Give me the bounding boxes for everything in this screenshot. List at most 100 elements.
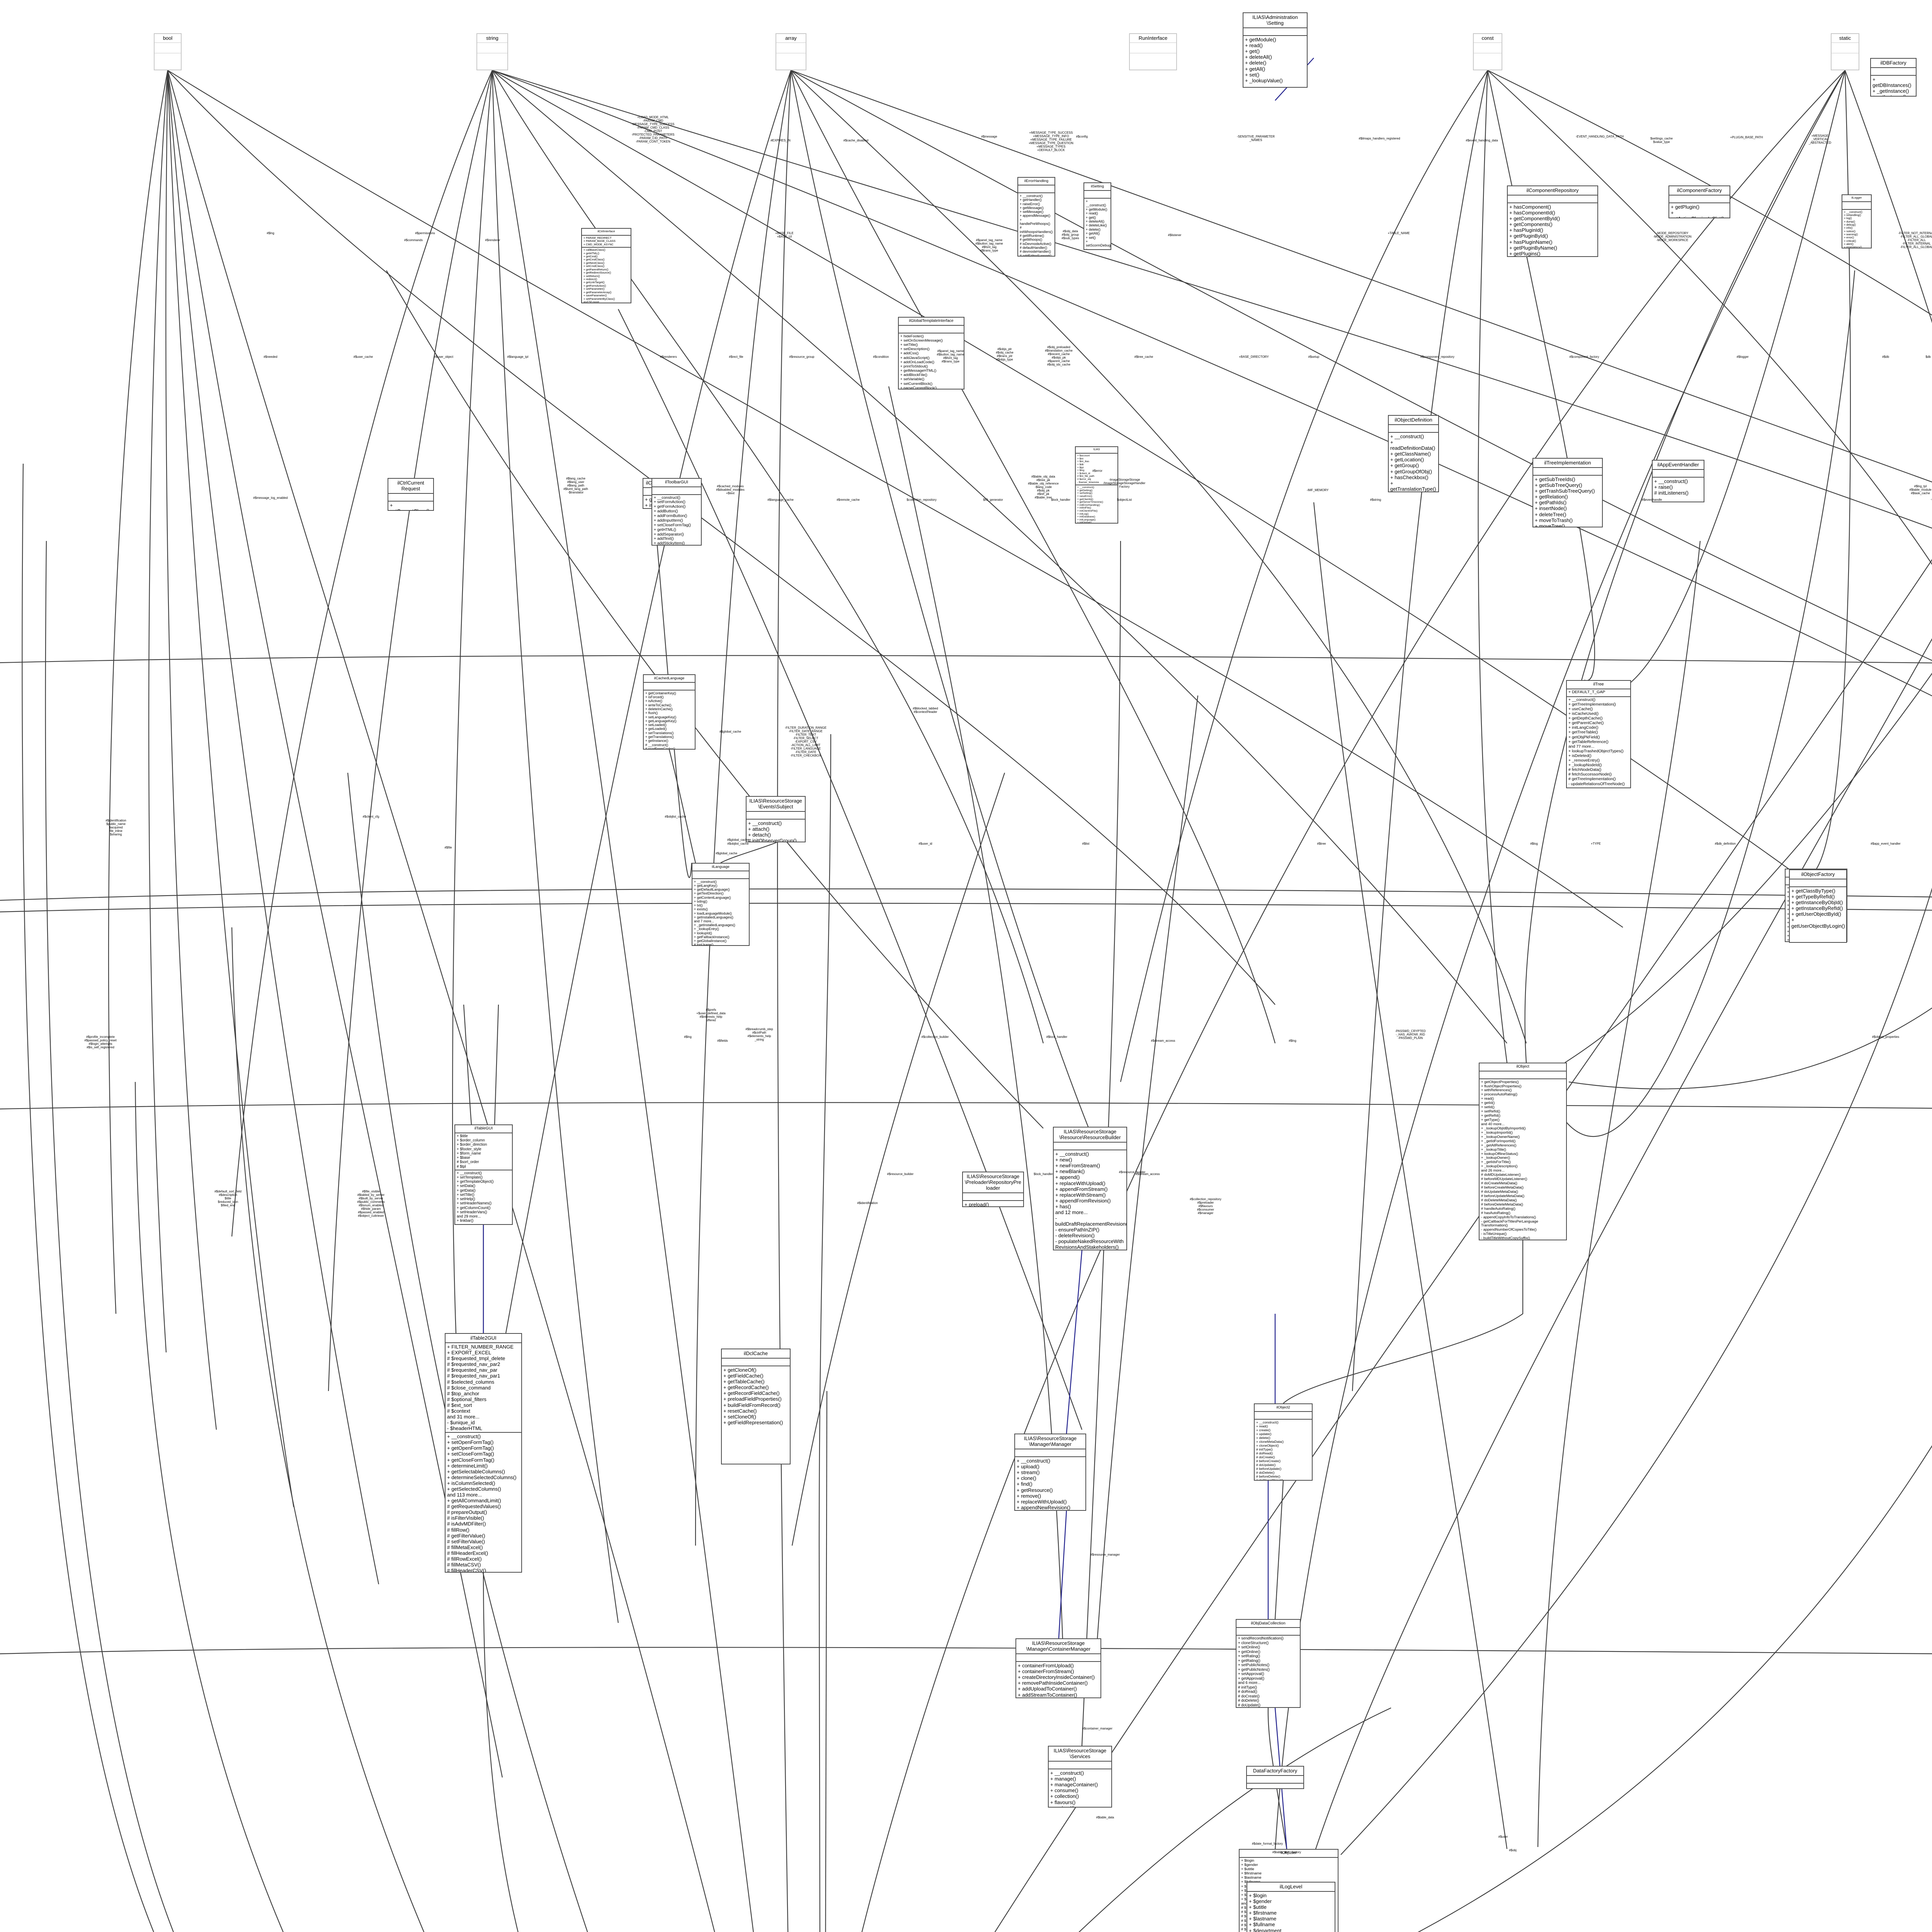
uml-class-node-string[interactable]: string [476,33,508,70]
edge-label: #$lock_handler [1046,1035,1068,1039]
edge-label: -FILTER_NOT_INTERNAL -FILTER_ALL_GLOBAL … [1898,231,1932,249]
class-attributes [1049,1762,1111,1770]
edge-label: #$prefs +$user_defined_data #$interests_… [696,1008,726,1022]
uml-class-node-ilObjDataCollection[interactable]: ilObjDataCollection+ sendRecordNotificat… [1236,1619,1301,1708]
uml-class-node-ilTree[interactable]: ilTree+ DEFAULT_T_GAP+ __construct() + g… [1566,680,1631,788]
uml-class-node-ilObjectDefinitionInner[interactable]: ilObjectDefinition + __construct() + read… [1388,415,1439,492]
edge-label: #$string [1370,498,1381,502]
edge-label: +BASE_FILE +BASE_UI [775,231,794,238]
uml-class-node-ilTableGUI[interactable]: ilTableGUI+ $title + $order_column + $or… [454,1124,513,1225]
class-name: ilObjectDefinition [1389,416,1438,425]
uml-class-node-ILIAS_Administration_Setting[interactable]: ILIAS\Administration \Setting+ getModule… [1243,12,1308,88]
edge-label: #$stream_access [1135,1172,1160,1176]
edge-label: #$collection_repository #$preloader #$fl… [1190,1197,1221,1215]
uml-class-node-ilTreeImplementation[interactable]: ilTreeImplementation + getSubTreeIds() + … [1532,458,1603,527]
edge-label: #$permissions [415,231,435,235]
class-attributes [477,43,507,54]
uml-class-node-ilDclCache[interactable]: ilDclCache+ getCloneOf() + getFieldCache… [721,1349,791,1464]
uml-class-node-ILIAS_ResourceStorage_Events_Subject[interactable]: ILIAS\ResourceStorage \Events\Subject+ _… [746,796,806,842]
class-operations: + hideFooter() + setOnScreenMessage() + … [900,334,943,389]
edge-label: -SENSITIVE_PARAMETER _NAMES [1236,135,1275,142]
class-attributes: + $account + $ini + $ini_ilias + $db + $… [1076,454,1117,486]
uml-class-node-ilErrorHandling[interactable]: ilErrorHandling+ __construct() + getHand… [1017,177,1055,257]
uml-class-node-ILIAS_ResourceStorage_Resource_ResourceBuilder[interactable]: ILIAS\ResourceStorage \Resource\Resource… [1053,1127,1127,1250]
class-name: ilCtrlInterface [582,229,631,236]
uml-class-node-ilComponentRepository[interactable]: ilComponentRepository+ hasComponent() + … [1507,185,1598,257]
uml-class-node-ilCachedLanguage[interactable]: ilCachedLanguage+ getContainerKey() + is… [643,674,696,750]
class-operations: + __construct() + readDefinitionData() +… [1390,434,1436,492]
class-attributes [1653,470,1704,478]
edge-label: #$setup [1308,355,1320,359]
uml-class-node-ilObject[interactable]: ilObject+ getObjectProperties() + flushO… [1479,1063,1567,1240]
class-operations [155,53,181,63]
uml-class-node-static[interactable]: static [1831,33,1859,70]
class-name: ilComponentFactory [1669,186,1730,196]
edge-label: #$commands [404,238,423,242]
uml-class-node-ilSetting[interactable]: ilSetting+ __construct() + getModule() +… [1083,182,1111,250]
class-name: ilTable2GUI [446,1334,521,1344]
class-name: ilTreeImplementation [1533,459,1602,468]
uml-class-node-ilObject2[interactable]: ilObject2+ __construct() + read() + crea… [1254,1403,1313,1481]
edge-label: #$obj [1509,1849,1517,1852]
uml-class-node-array[interactable]: array [776,33,806,70]
class-operations: + __construct() + raise() # initListener… [1654,478,1689,496]
uml-class-node-ILIAS_ResourceStorage_Manager_Manager[interactable]: ILIAS\ResourceStorage \Manager\Manager+ … [1014,1434,1086,1511]
uml-class-node-ilLanguage[interactable]: ilLanguage+ __construct() + getLangKey()… [692,863,750,946]
edge-label: #$obj_data #$obj_group #$sub_types [1061,230,1079,240]
class-name: ILIAS\ResourceStorage \Events\Subject [747,797,805,812]
class-name: ILIAS\ResourceStorage \Manager\Manager [1015,1434,1085,1450]
class-name: ilObjectFactory [1790,870,1846,880]
edge-label: #$date_format_factory [1252,1842,1283,1845]
class-attributes [692,871,749,879]
class-attributes [1236,1628,1300,1636]
uml-class-node-const[interactable]: const [1473,33,1502,70]
edge-label: $db [1925,355,1931,359]
edge-label: #$tree_cache [1134,355,1153,359]
uml-class-node-DataFactoryFactory[interactable]: DataFactoryFactory [1246,1766,1304,1789]
edge-label: #$tree [1317,842,1326,845]
edge-label: #$language_cache [767,498,794,502]
uml-class-node-ilTable2GUI[interactable]: ilTable2GUI+ FILTER_NUMBER_RANGE + EXPOR… [445,1333,522,1573]
class-operations: + getModule() + read() + get() + deleteA… [1245,37,1283,83]
class-name: ilTree [1567,681,1630,689]
class-name: array [776,34,806,43]
uml-class-node-ilToolbarGUI[interactable]: ilToolbarGUI+ __construct() + setFormAct… [651,478,702,546]
uml-class-node-ILIAS_ResourceStorage_Services[interactable]: ILIAS\ResourceStorage \Services+ __const… [1048,1746,1112,1808]
edge-label: #$global_cache [715,852,738,855]
uml-class-node-ILIAS_ResourceStorage_Manager_ContainerManager[interactable]: ILIAS\ResourceStorage \Manager\Container… [1015,1638,1101,1698]
class-attributes: + $title + $order_column + $order_direct… [455,1133,512,1170]
class-attributes [388,494,433,502]
uml-class-node-ilComponentFactory[interactable]: ilComponentFactory+ getPlugin() + getAct… [1668,185,1730,218]
edge-label: #$blocked_tabbed #$contextHeader [913,707,938,714]
class-operations: + preload() [964,1202,989,1207]
class-name: const [1474,34,1502,43]
uml-class-node-ILIAS[interactable]: ILIAS+ $account + $ini + $ini_ilias + $d… [1075,446,1118,524]
edge-label: +MESSAGE_TYPE_SUCCESS +MESSAGE_TYPE_INFO… [1029,131,1073,152]
class-operations: + __construct() + getModule() + read() +… [1086,199,1111,250]
edge-label: -EVENT_HANDLING_DATA_PATH [1575,135,1624,138]
uml-class-node-ilCtrlInterface[interactable]: ilCtrlInterface+ PARAM_REDIRECT + PARAM_… [581,228,631,303]
class-name: ilLogger [1842,195,1871,202]
edge-label: +TABLE_NAME [1388,231,1410,235]
uml-class-node-ilObjectFactory[interactable]: ilObjectFactory+ getClassByType() + getT… [1789,869,1847,943]
edge-label: -FILTER_DURATION_RANGE -FILTER_DATE_RANG… [784,726,827,757]
uml-class-node-bool[interactable]: bool [154,33,182,70]
uml-class-node-RunInterface[interactable]: RunInterface [1129,33,1177,70]
class-operations: + __construct() + new() + newFromStream(… [1055,1151,1127,1250]
uml-class-node-ilCtrlCurrentRequest[interactable]: ilCtrlCurrent Request+ getCurrentClass()… [388,478,434,511]
edge-label: $settings_cache $value_type [1650,137,1673,144]
edge-label: -MODE_REPOSITORY -MODE_ADMINISTRATION -M… [1653,231,1692,242]
uml-class-node-ILIAS_ResourceStorage_Preloader_RepositoryPreloader[interactable]: ILIAS\ResourceStorage \Preloader\Reposit… [962,1172,1024,1207]
edge-label: #$language_tpl [507,355,529,359]
edge-label: #$lng_tpl #$table_module #$task_cache [1909,485,1932,495]
edge-label: #$identification [857,1201,878,1205]
class-operations: + __construct() + isHandling() + log() +… [1844,210,1862,248]
uml-class-node-ilLogger2[interactable]: ilLogger + __construct() + isHandling() +… [1842,194,1872,248]
uml-class-node-ilAppEventHandler2[interactable]: ilAppEventHandler+ __construct() + raise… [1652,460,1704,502]
class-attributes [1130,43,1176,54]
uml-class-node-ilDBFactory[interactable]: ilDBFactory+ getDBInstances() + _getInst… [1870,58,1917,97]
uml-class-node-ilLogLevel[interactable]: ilLogLevel+ $login + $gender + $utitle +… [1247,1882,1335,1932]
uml-class-node-ilGlobalTemplateInterface[interactable]: ilGlobalTemplateInterface+ hideFooter() … [898,317,964,389]
class-operations: + getSubTreeIds() + getSubTreeQuery() + … [1535,476,1595,527]
